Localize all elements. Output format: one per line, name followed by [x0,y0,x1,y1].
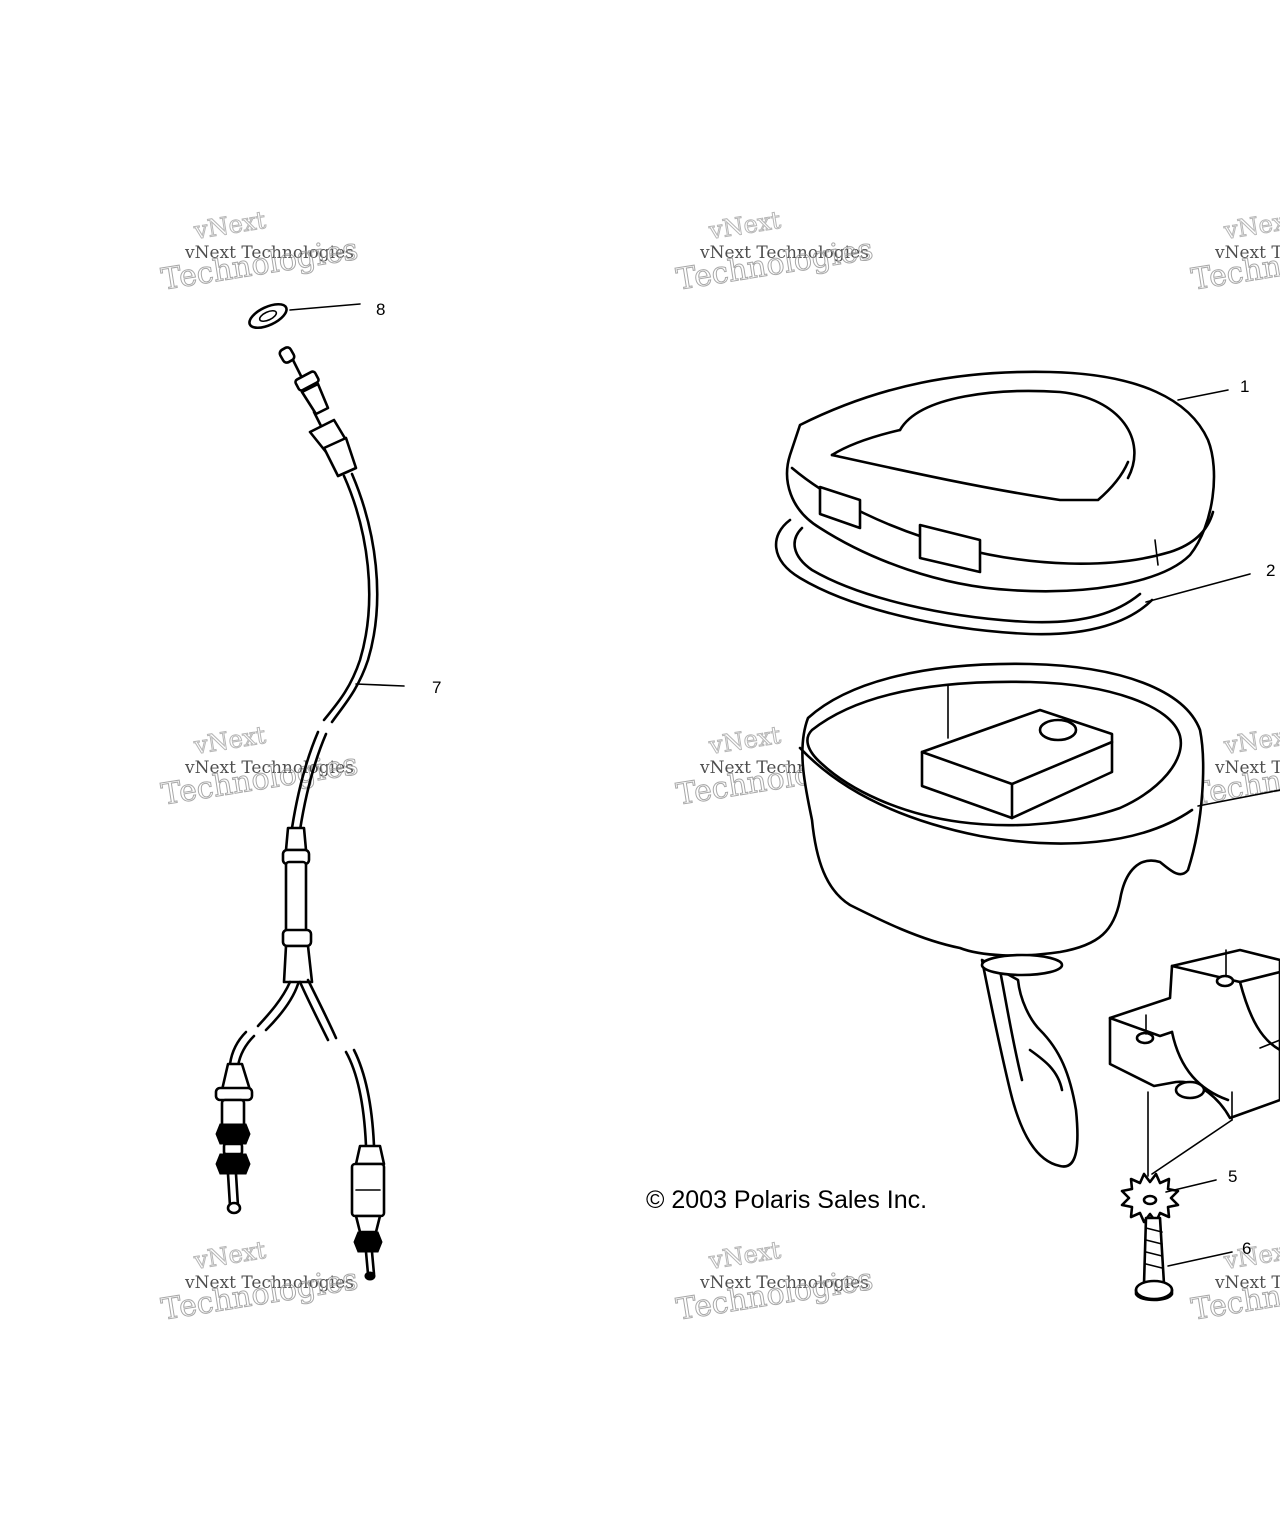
watermark-brand: vNext [706,206,783,245]
clamp [1108,948,1280,1120]
callout-6: 6 [1242,1239,1251,1258]
watermark: vNext vNext Technologies Technologies [158,206,361,299]
callout-7: 7 [432,678,441,697]
gasket-part-2 [774,518,1251,636]
throttle-cable-part-7 [214,346,405,1281]
watermark-text-small: vNext Technologies [184,243,354,263]
watermark-text-large: Technologies [159,747,361,813]
callout-5: 5 [1228,1167,1237,1186]
watermark: vNext vNext Technologies Technologies [158,1236,361,1329]
watermark-text-large: Technologies [674,232,876,298]
callout-1: 1 [1240,377,1249,396]
watermark-text-small: vNext Technologies [1214,758,1280,778]
washer-part-8 [248,302,361,330]
watermark-brand: vNext [706,1236,783,1275]
watermark-brand: vNext [1221,721,1280,760]
watermark-text-large: Technologies [159,232,361,298]
watermark-brand: vNext [706,721,783,760]
watermark-brand: vNext [191,721,268,760]
watermark-text-large: Technologies [159,1262,361,1328]
watermark-text-small: vNext Technologies [1214,243,1280,263]
watermark-text-large: Technologies [674,1262,876,1328]
watermark: vNext vNext Technologies Technologies [673,1236,876,1329]
watermark-text-small: vNext Technologies [699,1273,869,1293]
housing-base [798,662,1280,1168]
watermark-brand: vNext [191,1236,268,1275]
watermark: vNext vNext Technologies Technologies [673,206,876,299]
callout-8: 8 [376,300,385,319]
watermark-brand: vNext [191,206,268,245]
callout-2: 2 [1266,561,1275,580]
watermark: vNext vNext Technologies Technologies [1188,206,1280,299]
callout-numbers: 8 7 1 2 5 6 [376,300,1275,1258]
copyright-text: © 2003 Polaris Sales Inc. [646,1186,927,1214]
watermark: vNext vNext Technologies Technologies [1188,1236,1280,1329]
watermark-brand: vNext [1221,206,1280,245]
screw-part-6 [1134,1216,1233,1302]
watermark-text-small: vNext Technologies [1214,1273,1280,1293]
housing-cover-part-1 [785,370,1229,593]
watermark-text-small: vNext Technologies [699,243,869,263]
watermark: vNext vNext Technologies Technologies [158,721,361,814]
star-washer-part-5 [1120,1091,1233,1224]
watermark-text-small: vNext Technologies [184,1273,354,1293]
